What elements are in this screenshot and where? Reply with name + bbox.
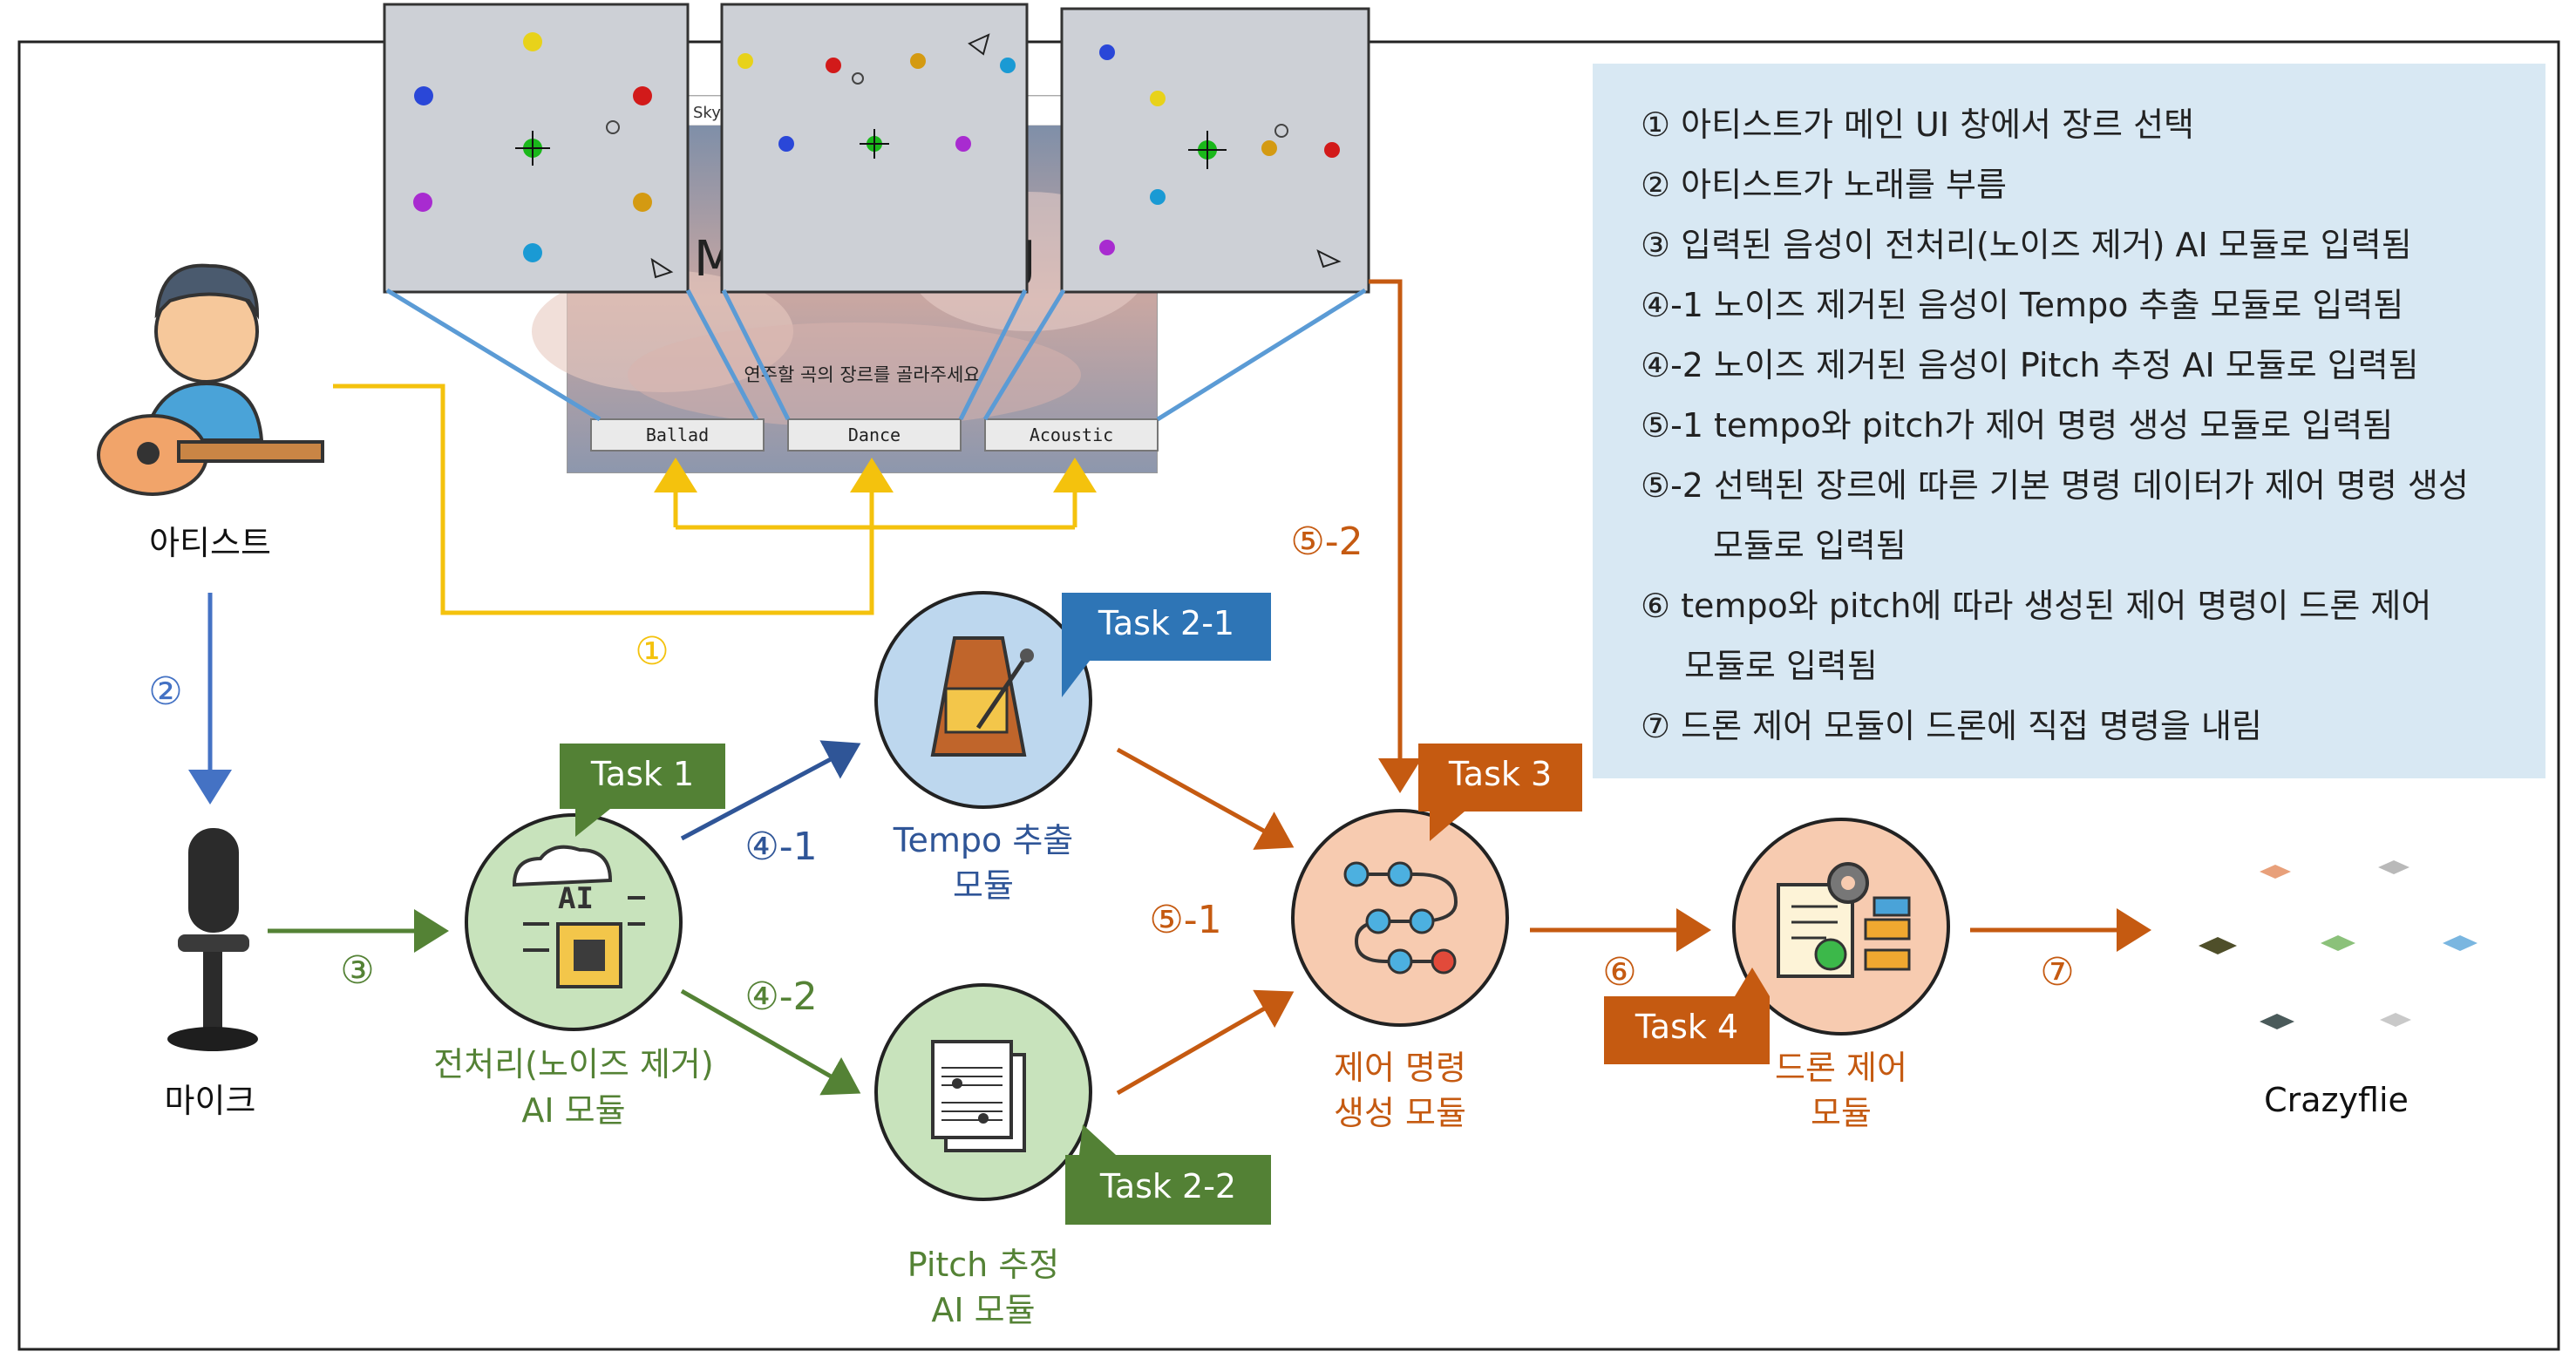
step1-arrows	[333, 384, 1097, 615]
microphone-icon	[167, 828, 258, 1051]
legend-item-3: ③ 입력된 음성이 전처리(노이즈 제거) AI 모듈로 입력됨	[1641, 226, 2412, 264]
cmdgen-node	[1291, 809, 1509, 1027]
cmdgen-label-line2: 생성 모듈	[1334, 1094, 1466, 1132]
ballad-button-label: Ballad	[646, 424, 709, 445]
task21-label: Task 2-1	[1098, 604, 1235, 642]
drone-swarm-icon	[2199, 860, 2477, 1029]
tempo-label-line1: Tempo 추출	[893, 821, 1074, 859]
svg-text:AI: AI	[558, 881, 594, 916]
task3-tag	[1418, 744, 1582, 841]
crazyflie-label: Crazyflie	[2264, 1081, 2409, 1119]
step1-label: ①	[635, 629, 669, 674]
step42-arrow	[680, 988, 861, 1096]
flow-nodes-icon	[1343, 861, 1458, 975]
metronome-icon	[930, 636, 1034, 757]
artist-label: 아티스트	[149, 524, 271, 562]
step6-label: ⑥	[1602, 950, 1637, 995]
dance-button[interactable]	[787, 418, 962, 452]
step41-arrow	[680, 740, 861, 841]
sheet-music-icon	[931, 1040, 1026, 1152]
ai-chip-icon: AI	[512, 845, 645, 988]
cmdgen-label-line1: 제어 명령	[1334, 1049, 1466, 1087]
projection-lines	[385, 288, 1367, 422]
genre-prompt: 연주할 곡의 장르를 골라주세요	[744, 364, 980, 385]
step42-label: ④-2	[744, 975, 818, 1019]
legend-panel	[1593, 64, 2545, 778]
task1-tag	[560, 744, 725, 837]
formation-preview-ballad	[383, 3, 690, 294]
legend-item-1: ① 아티스트가 메인 UI 창에서 장르 선택	[1641, 105, 2195, 144]
legend-item-7: ⑦ 드론 제어 모듈이 드론에 직접 명령을 내림	[1641, 707, 2262, 745]
task1-label: Task 1	[590, 755, 695, 793]
ballad-button[interactable]	[590, 418, 765, 452]
step52-label: ⑤-2	[1290, 520, 1363, 564]
formation-preview-acoustic	[1060, 7, 1370, 294]
legend-item-6: ⑥ tempo와 pitch에 따라 생성된 제어 명령이 드론 제어	[1641, 587, 2432, 625]
legend-item-5-2-cont: 모듈로 입력됨	[1713, 526, 1907, 565]
formation-preview-dance	[720, 3, 1029, 294]
acoustic-button-label: Acoustic	[1030, 424, 1113, 445]
acoustic-button[interactable]	[984, 418, 1159, 452]
gear-document-icon	[1777, 862, 1911, 978]
guitarist-icon	[97, 263, 324, 496]
step7-label: ⑦	[2040, 950, 2075, 995]
dance-button-label: Dance	[848, 424, 901, 445]
task4-tag	[1604, 968, 1770, 1064]
legend-item-6-cont: 모듈로 입력됨	[1684, 647, 1878, 685]
legend-item-4-1: ④-1 노이즈 제거된 음성이 Tempo 추출 모듈로 입력됨	[1641, 286, 2404, 324]
preproc-label-line2: AI 모듈	[521, 1091, 626, 1130]
task4-label: Task 4	[1635, 1008, 1739, 1046]
drone-label-line2: 모듈	[1811, 1094, 1872, 1132]
step3-label: ③	[340, 948, 375, 993]
legend-item-5-2: ⑤-2 선택된 장르에 따른 기본 명령 데이터가 제어 명령 생성	[1641, 466, 2469, 505]
tempo-label-line2: 모듈	[953, 866, 1014, 905]
step41-label: ④-1	[744, 825, 818, 869]
legend-item-5-1: ⑤-1 tempo와 pitch가 제어 명령 생성 모듈로 입력됨	[1641, 406, 2394, 445]
task22-tag	[1065, 1124, 1271, 1225]
drone-label-line1: 드론 제어	[1775, 1049, 1907, 1087]
step51-label: ⑤-1	[1149, 898, 1222, 942]
mic-label: 마이크	[164, 1082, 256, 1120]
legend-item-2: ② 아티스트가 노래를 부름	[1641, 166, 2007, 204]
orange-arrows	[1116, 279, 2151, 1096]
step2-label: ②	[148, 669, 183, 714]
legend-item-4-2: ④-2 노이즈 제거된 음성이 Pitch 추정 AI 모듈로 입력됨	[1641, 346, 2419, 384]
task22-label: Task 2-2	[1099, 1167, 1237, 1205]
preproc-label-line1: 전처리(노이즈 제거)	[433, 1045, 714, 1083]
pitch-label-line1: Pitch 추정	[907, 1246, 1060, 1284]
task3-label: Task 3	[1448, 755, 1553, 793]
window-title: Sky	[693, 104, 721, 122]
task21-tag	[1062, 593, 1271, 697]
pitch-label-line2: AI 모듈	[931, 1291, 1036, 1329]
